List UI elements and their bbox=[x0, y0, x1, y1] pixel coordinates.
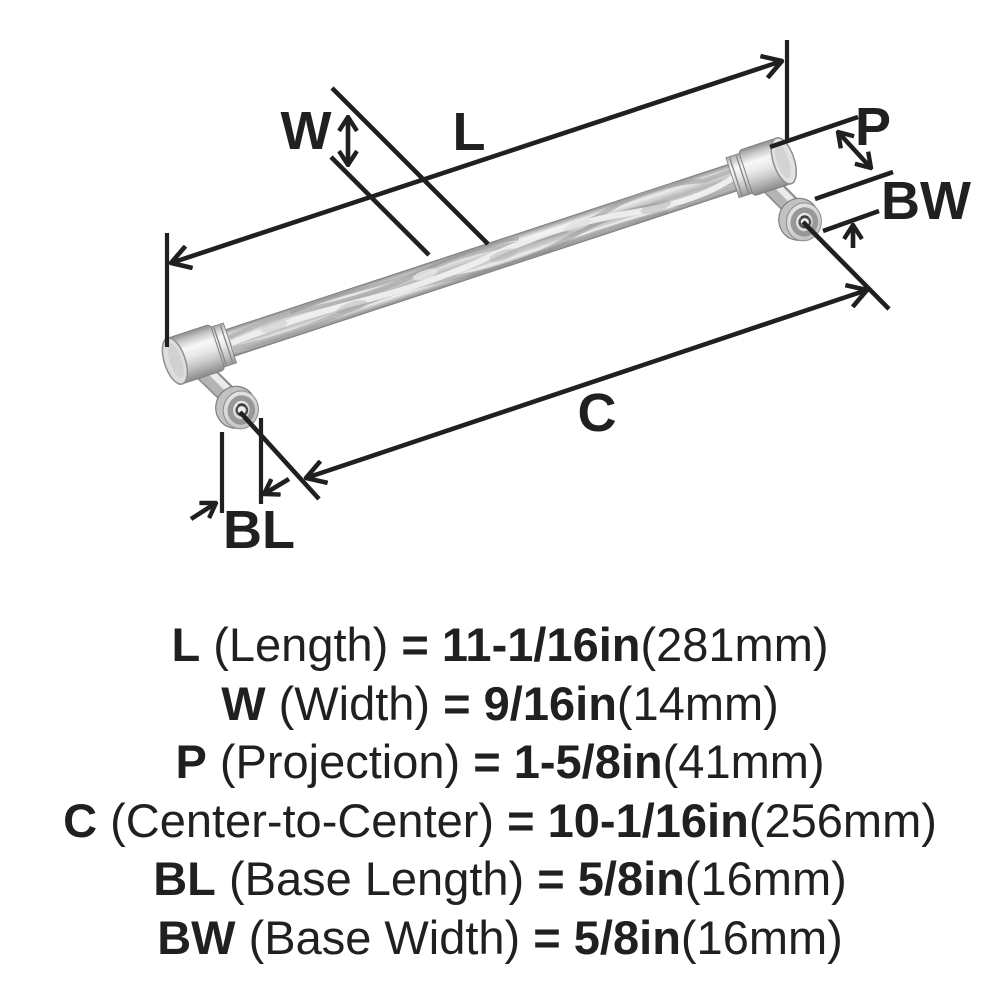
spec-imperial: 11-1/16in bbox=[441, 618, 641, 671]
spec-metric: (256mm) bbox=[748, 793, 937, 847]
spec-imperial: 10-1/16in bbox=[547, 793, 749, 847]
spec-metric: (14mm) bbox=[616, 676, 779, 730]
spec-equals: = bbox=[401, 618, 429, 671]
spec-imperial: 9/16in bbox=[483, 676, 617, 730]
spec-row-width: W (Width) = 9/16in(14mm) bbox=[0, 675, 1000, 734]
dim-width: W bbox=[281, 86, 490, 257]
cabinet-pull-illustration bbox=[161, 137, 822, 430]
spec-metric: (281mm) bbox=[640, 618, 829, 671]
spec-key: P bbox=[175, 735, 207, 789]
spec-equals: = bbox=[537, 852, 565, 906]
spec-list: L (Length) = 11-1/16in(281mm) W (Width) … bbox=[0, 616, 1000, 968]
spec-equals: = bbox=[443, 676, 471, 730]
spec-key: C bbox=[63, 793, 98, 847]
spec-imperial: 1-5/8in bbox=[513, 735, 663, 789]
spec-name: (Width) bbox=[278, 676, 431, 730]
dim-base-width: BW bbox=[822, 171, 971, 248]
spec-name: (Base Width) bbox=[248, 910, 521, 964]
spec-row-base-width: BW (Base Width) = 5/8in(16mm) bbox=[0, 909, 1000, 968]
spec-key: L bbox=[171, 618, 201, 671]
dimension-diagram: L W P BW C bbox=[161, 40, 971, 560]
spec-row-projection: P (Projection) = 1-5/8in(41mm) bbox=[0, 733, 1000, 792]
spec-name: (Base Length) bbox=[228, 852, 525, 906]
spec-name: (Center-to-Center) bbox=[110, 793, 495, 847]
spec-key: BL bbox=[153, 852, 216, 906]
spec-equals: = bbox=[473, 735, 501, 789]
dim-label-width: W bbox=[281, 101, 332, 161]
left-end-cap bbox=[161, 324, 225, 385]
spec-equals: = bbox=[507, 793, 535, 847]
handle-body bbox=[161, 137, 798, 385]
spec-imperial: 5/8in bbox=[577, 852, 685, 906]
dim-projection: P bbox=[769, 97, 894, 202]
spec-row-base-length: BL (Base Length) = 5/8in(16mm) bbox=[0, 850, 1000, 909]
spec-metric: (41mm) bbox=[662, 735, 825, 789]
spec-imperial: 5/8in bbox=[573, 910, 681, 964]
spec-metric: (16mm) bbox=[684, 852, 847, 906]
dim-base-length: BL bbox=[189, 418, 295, 560]
spec-row-center-to-center: C (Center-to-Center) = 10-1/16in(256mm) bbox=[0, 792, 1000, 851]
dim-label-center-to-center: C bbox=[578, 383, 617, 443]
spec-equals: = bbox=[533, 910, 561, 964]
dim-length: L bbox=[164, 40, 790, 347]
spec-metric: (16mm) bbox=[680, 910, 843, 964]
dimension-annotations: L W P BW C bbox=[164, 40, 971, 560]
left-collar bbox=[208, 322, 238, 369]
dim-label-length: L bbox=[453, 102, 486, 162]
spec-name: (Length) bbox=[213, 618, 389, 671]
spec-key: W bbox=[221, 676, 266, 730]
dim-label-base-length: BL bbox=[223, 500, 295, 560]
spec-key: BW bbox=[157, 910, 236, 964]
dim-label-base-width: BW bbox=[881, 171, 971, 231]
spec-name: (Projection) bbox=[219, 735, 461, 789]
spec-row-length: L (Length) = 11-1/16in(281mm) bbox=[0, 616, 1000, 675]
dim-center-to-center: C bbox=[238, 220, 891, 501]
dim-label-projection: P bbox=[855, 97, 891, 157]
